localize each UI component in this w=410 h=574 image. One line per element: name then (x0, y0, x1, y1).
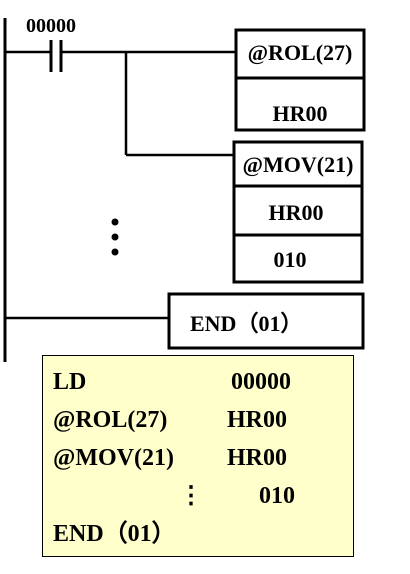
rol-instruction-box: @ROL(27) HR00 (234, 28, 366, 132)
mov-destination-label: 010 (274, 247, 307, 272)
mov-instruction-label: @MOV(21) (243, 152, 354, 177)
mnemonic-arg: 010 (259, 483, 295, 509)
rol-instruction-label: @ROL(27) (248, 40, 353, 65)
mov-source-label: HR00 (269, 200, 324, 225)
mnemonic-arg: HR00 (227, 407, 287, 433)
end-instruction-box: END（01） (167, 292, 365, 350)
contact-address-label: 00000 (26, 15, 76, 37)
mnemonic-arg: HR00 (227, 445, 287, 471)
vertical-ellipsis-icon: ⋮ (179, 483, 203, 509)
mov-instruction-box: @MOV(21) HR00 010 (232, 140, 364, 284)
branch-wire (124, 52, 234, 157)
mnemonic-op: LD (53, 369, 87, 395)
contact-00000 (5, 40, 236, 72)
mnemonic-arg: 00000 (231, 369, 291, 395)
mnemonic-op: @MOV(21) (53, 445, 174, 471)
end-instruction-label: END（01） (190, 311, 302, 336)
mnemonic-op: END（01） (53, 521, 176, 547)
continuation-dots (111, 218, 119, 256)
mnemonic-op: @ROL(27) (53, 407, 168, 433)
mnemonic-listing: LD 00000 @ROL(27) HR00 @MOV(21) HR00 ⋮ 0… (42, 355, 354, 557)
rol-operand-label: HR00 (273, 101, 328, 126)
